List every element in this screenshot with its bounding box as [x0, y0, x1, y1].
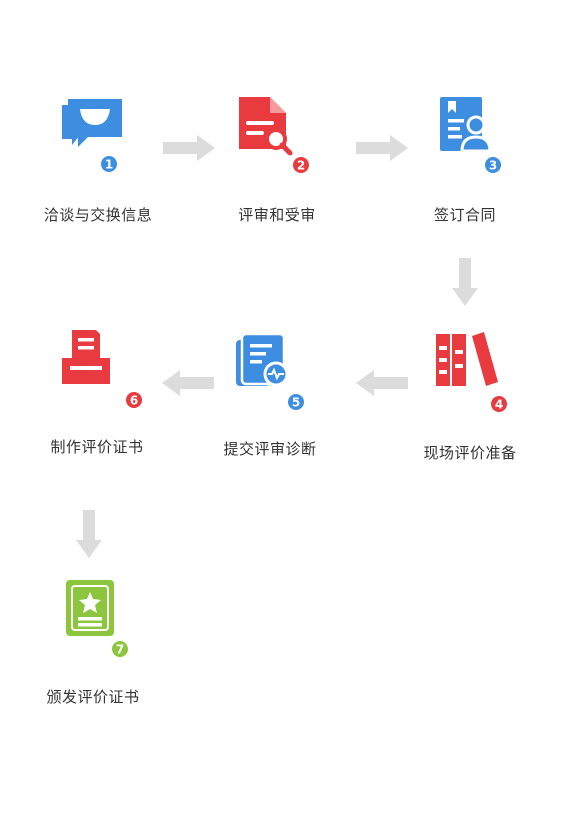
step-7-number: 7 — [116, 643, 124, 657]
step-2-label: 评审和受审 — [238, 206, 316, 224]
step-1-number: 1 — [105, 158, 113, 172]
step-3-number: 3 — [489, 159, 497, 173]
arrow-down-icon — [452, 258, 478, 306]
step-5-label: 提交评审诊断 — [223, 440, 317, 458]
printer-icon: 6 — [62, 330, 142, 408]
step-7-label: 颁发评价证书 — [46, 688, 140, 706]
step-3-label: 签订合同 — [433, 206, 497, 224]
books-icon: 4 — [436, 332, 507, 412]
step-4-number: 4 — [495, 398, 503, 412]
arrow-left-icon — [356, 370, 408, 396]
step-1-label: 洽谈与交换信息 — [43, 206, 153, 224]
contract-user-icon: 3 — [440, 97, 501, 173]
step-6-label: 制作评价证书 — [50, 438, 144, 456]
chat-bubbles-icon: 1 — [62, 99, 122, 172]
arrow-down-icon — [76, 510, 102, 558]
step-5-number: 5 — [292, 396, 300, 410]
step-2-number: 2 — [297, 159, 305, 173]
arrow-right-icon — [163, 135, 215, 161]
arrow-right-icon — [356, 135, 408, 161]
document-diagnosis-icon: 5 — [236, 332, 304, 410]
certificate-icon: 7 — [66, 580, 128, 657]
step-6-number: 6 — [130, 394, 138, 408]
arrow-left-icon — [162, 370, 214, 396]
step-4-label: 现场评价准备 — [423, 444, 517, 462]
document-search-icon: 2 — [239, 97, 309, 173]
